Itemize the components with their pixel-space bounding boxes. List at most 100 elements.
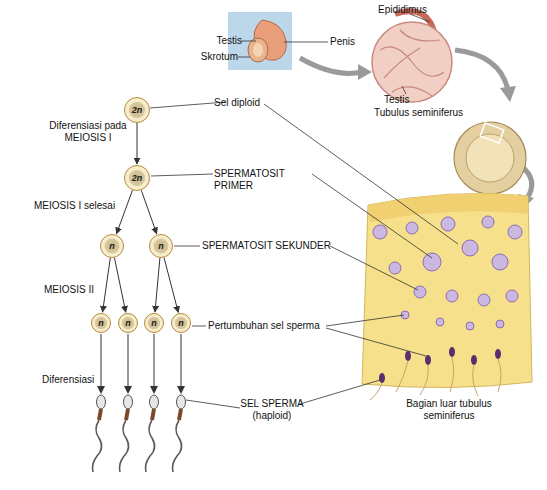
zoom-arrow [455,50,508,90]
part-label: Epididimus [378,4,448,16]
germ-cell [441,217,455,231]
scrotum-shape [248,38,268,62]
sperm-cells [93,395,186,472]
sperm-head [124,395,133,409]
sperm-head [177,395,186,409]
germ-cell [482,216,494,228]
leader-line [151,174,213,176]
zoom-arrow-head [500,86,516,102]
cell-circle: n [118,313,138,333]
part-label: Skrotum [190,51,238,63]
sperm-head [150,395,159,409]
arrow-line [181,334,182,388]
sperm-midpiece [99,409,181,420]
cell-circle: n [100,234,124,258]
sperm-head [97,395,106,409]
germ-cell [492,254,508,270]
leader-line [300,380,380,404]
tubule-section [362,193,532,387]
leader-line [284,42,328,43]
division-arrow [114,258,125,312]
tubule-cells [373,216,522,330]
cell-circle: 2n [124,165,150,191]
tubule-sperm-heads [379,347,501,383]
cell-circle: n [144,313,164,333]
division-arrow [116,190,132,234]
part-label: MEIOSIS II [44,284,114,296]
ploidy-label: n [158,242,164,251]
cell-circle: 2n [124,97,150,123]
ploidy-label: n [98,319,104,328]
part-label: MEIOSIS I selesai [34,200,134,212]
leader-line [410,14,430,22]
division-arrow [141,190,156,233]
division-arrow [103,258,111,312]
ploidy-label: 2n [132,106,143,115]
part-label: Testis [206,35,242,47]
seminiferous-tubules [380,30,444,96]
leader-line [264,104,458,244]
ploidy-label: n [109,242,115,251]
cell-circle: n [149,234,173,258]
germ-cell [406,222,418,234]
part-label: Testis [384,94,434,106]
arrowhead [150,386,158,394]
part-label: SEL SPERMA (haploid) [232,398,312,422]
sperm-head [495,349,501,359]
sperm-tails [370,357,501,400]
sperm-head [379,373,385,383]
part-label: SPERMATOSIT SEKUNDER [202,240,332,252]
part-label: SPERMATOSIT PRIMER [214,168,324,192]
division-arrow [137,123,138,164]
division-arrow [155,258,160,312]
leader-line [326,315,404,326]
germ-cell [462,240,478,256]
sperm-head [471,355,477,365]
germ-cell [446,290,458,302]
arrow-line [101,334,102,388]
germ-cell [508,225,522,239]
leader-line [402,86,406,94]
ploidy-label: n [125,319,131,328]
arrowhead [124,386,132,394]
arrow-line [128,334,129,388]
ploidy-label: n [151,319,157,328]
leader-line [174,246,200,247]
leader-line [186,400,240,408]
sperm-tail [93,420,182,472]
tubule-zoom-inner [466,134,514,182]
part-label: Tubulus seminiferus [374,107,484,119]
part-label: Diferensiasi [42,374,112,386]
part-label: Bagian luar tubulus seminiferus [394,398,504,422]
germ-cell [436,318,444,326]
arrowhead [97,386,105,394]
ploidy-label: n [178,319,184,328]
sperm-head [449,347,455,357]
testis-section [372,22,452,102]
leader-line [238,57,250,58]
cell-circle: n [171,313,191,333]
part-label: Diferensiasi pada MEIOSIS I [40,120,136,144]
differentiation-arrows [101,334,181,388]
ploidy-label: 2n [132,174,143,183]
leader-line [192,326,206,327]
zoom-arrow-head [358,64,372,80]
germ-cell [389,262,401,274]
part-label: Penis [330,36,370,48]
sperm-head [405,351,411,361]
leader-line [241,41,256,42]
differentiation-arrowheads [97,386,185,394]
part-label: Pertumbuhan sel sperma [208,320,338,332]
germ-cell [423,253,441,271]
germ-cell [466,322,474,330]
germ-cell [496,320,504,328]
germ-cell [373,225,387,239]
part-label: Sel diploid [214,97,284,109]
germ-cell [414,286,426,298]
arrow-line [154,334,155,388]
germ-cell [506,290,518,302]
arrowhead [177,386,185,394]
tubule-zoom [454,122,526,194]
sperm-head [425,355,431,365]
